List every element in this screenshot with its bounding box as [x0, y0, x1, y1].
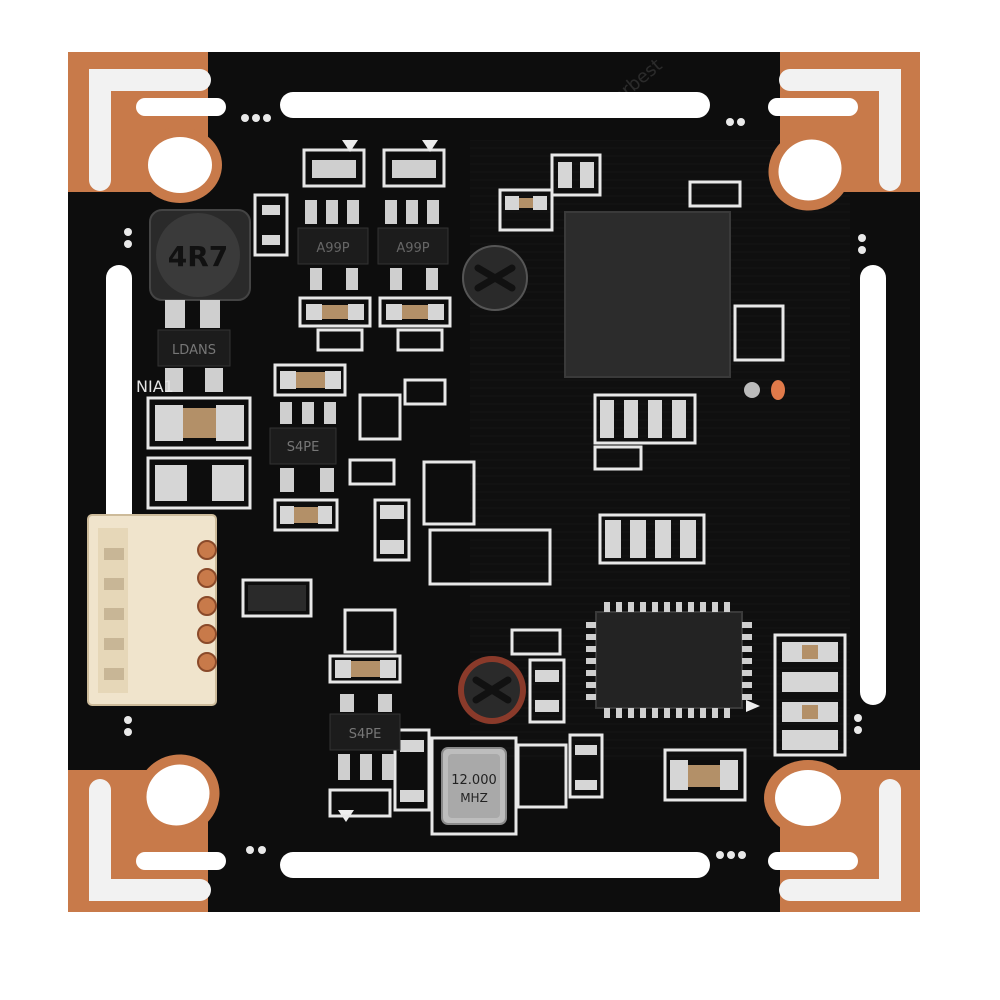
ic-ldans: LDANS [157, 300, 231, 392]
smd-passives [146, 153, 847, 818]
ic-s4pe-lower-marking: S4PE [349, 727, 382, 742]
ic-ldans-marking: LDANS [172, 343, 216, 358]
status-pad-grey [744, 382, 760, 398]
crystal-oscillator: 12.000 MHZ [430, 736, 518, 836]
mounting-holes [136, 127, 852, 836]
ic-a99p-left: A99P [297, 148, 369, 290]
screw-bottom [458, 656, 526, 724]
ic-a99p-right-marking: A99P [396, 241, 429, 256]
ic-s4pe-upper-marking: S4PE [287, 440, 320, 455]
edge-slots [106, 92, 886, 878]
qfp-chip [586, 602, 752, 718]
image-sensor-chip [564, 211, 731, 378]
ref-label: NIA1 [136, 377, 174, 396]
crystal-unit: MHZ [460, 791, 488, 805]
vias [124, 114, 866, 859]
ic-a99p-left-marking: A99P [316, 241, 349, 256]
ic-a99p-right: A99P [377, 148, 449, 290]
inductor: 4R7 [149, 209, 251, 301]
status-pad-orange [771, 380, 785, 400]
silkscreen-corner-marks [89, 69, 901, 901]
cable-connector [87, 514, 217, 706]
inductor-marking: 4R7 [168, 240, 229, 273]
screw-top [462, 245, 528, 311]
ic-s4pe-upper: S4PE [269, 402, 337, 492]
crystal-frequency: 12.000 [451, 773, 497, 788]
ic-s4pe-lower: S4PE [329, 694, 401, 780]
